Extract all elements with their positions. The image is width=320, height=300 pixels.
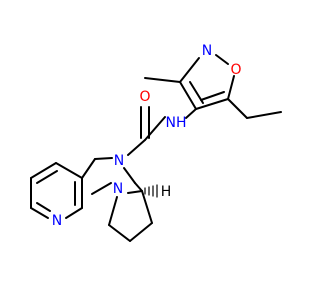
ch2-to-pyridine-bond — [81, 158, 96, 179]
pyrrolidine-n-to-pyridine-bond — [91, 182, 112, 195]
methyl-bond — [144, 77, 181, 83]
pyridine-nitrogen-label: N — [52, 213, 62, 229]
isoxazole-bond-c5-c4 — [195, 98, 229, 110]
isoxazole-bond-o-c5 — [227, 75, 235, 100]
amide-nh-label: NH — [166, 115, 187, 131]
ethyl-bond-2 — [246, 111, 282, 119]
isoxazole-bond-c5-c4-double — [200, 91, 225, 101]
molecule-canvas: O NH N O N N N H — [0, 0, 300, 300]
stereo-to-pyrrolidine-n-bond — [127, 190, 143, 194]
isoxazole-bond-n-o — [215, 54, 229, 65]
diazepine-n-ch2-bond — [94, 157, 113, 160]
background — [0, 0, 300, 300]
pyridine-bond-c4-c5 — [30, 162, 57, 179]
pyridine-bond-c4-c5-double — [36, 170, 58, 184]
pyridine-bond-c3-c4 — [55, 162, 83, 179]
carbonyl-oxygen-label: O — [139, 89, 150, 105]
stereo-hash-wedge — [144, 184, 158, 198]
isoxazole-bond-c4-c3 — [179, 81, 197, 110]
pyridine-bond-c6-n-double — [36, 202, 51, 212]
pyrrolidine-nitrogen-label: N — [113, 181, 123, 197]
diazepine-nitrogen-label: N — [114, 153, 124, 169]
pyrrolidine-bond-1 — [108, 196, 118, 226]
amide-c-n-bond — [144, 116, 166, 141]
diazepine-n-ch2b-bond — [123, 167, 136, 184]
stereo-hydrogen-label: H — [161, 184, 172, 200]
isoxazole-bond-c3-n — [179, 57, 200, 83]
nh-to-isoxazole-bond — [185, 108, 197, 119]
pyrrolidine-bond-3 — [129, 222, 153, 242]
pyridine-bond-c6-n — [30, 207, 49, 219]
pyrrolidine-bond-4 — [141, 190, 153, 224]
isoxazole-nitrogen-label: N — [202, 43, 212, 59]
ch2b-to-stereo-bond — [134, 182, 143, 192]
isoxazole-oxygen-label: O — [230, 62, 241, 78]
ethyl-bond-1 — [227, 98, 248, 119]
pyridine-bond-n-c2 — [65, 207, 83, 219]
carbonyl-to-ring-n-bond — [127, 139, 146, 156]
molecule-structure: O NH N O N N N H — [0, 0, 300, 300]
pyrrolidine-bond-2 — [108, 224, 131, 242]
